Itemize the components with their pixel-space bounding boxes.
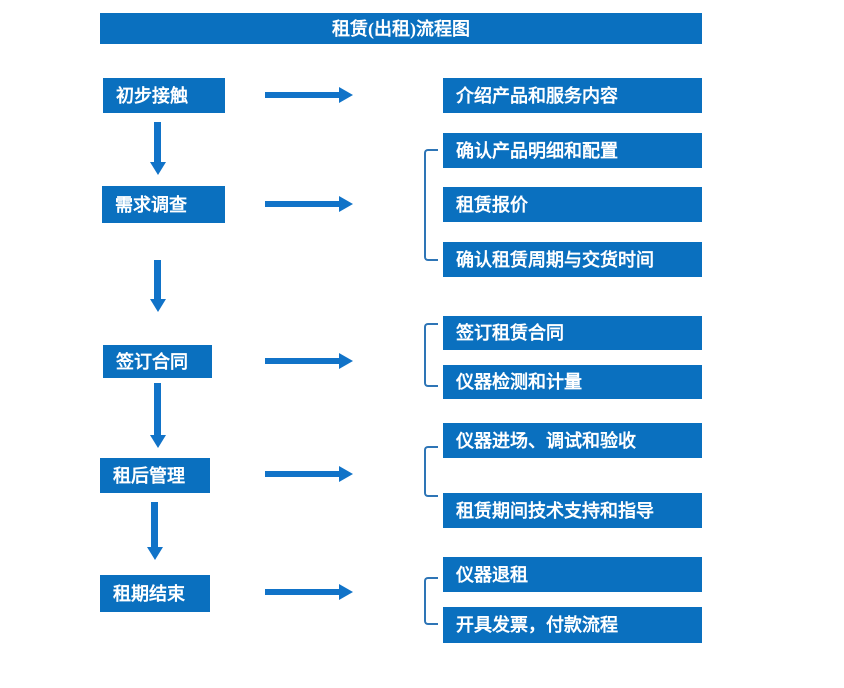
step-initial-contact: 初步接触 xyxy=(103,78,225,113)
detail-instrument-testing-metering: 仪器检测和计量 xyxy=(443,365,702,399)
group-bracket-demand-survey xyxy=(424,149,438,261)
step-post-rental-management: 租后管理 xyxy=(100,458,210,493)
detail-confirm-period-delivery: 确认租赁周期与交货时间 xyxy=(443,242,702,277)
down-arrow-1 xyxy=(150,122,166,175)
right-arrow-5 xyxy=(265,584,353,600)
detail-rental-quotation: 租赁报价 xyxy=(443,187,702,222)
down-arrow-4 xyxy=(147,502,163,560)
detail-introduce-products-services: 介绍产品和服务内容 xyxy=(443,78,702,113)
step-demand-survey: 需求调查 xyxy=(102,186,225,223)
flowchart-title: 租赁(出租)流程图 xyxy=(100,13,702,44)
detail-instrument-return: 仪器退租 xyxy=(443,557,702,592)
down-arrow-2 xyxy=(150,260,166,312)
detail-confirm-product-config: 确认产品明细和配置 xyxy=(443,133,702,168)
right-arrow-2 xyxy=(265,196,353,212)
detail-technical-support-guidance: 租赁期间技术支持和指导 xyxy=(443,493,702,528)
group-bracket-sign-contract xyxy=(424,323,438,387)
group-bracket-rental-end xyxy=(424,577,438,625)
group-bracket-post-rental xyxy=(424,446,438,497)
step-sign-contract: 签订合同 xyxy=(103,345,212,378)
detail-sign-rental-contract: 签订租赁合同 xyxy=(443,316,702,350)
detail-instrument-entry-debug-acceptance: 仪器进场、调试和验收 xyxy=(443,423,702,458)
detail-invoice-payment-process: 开具发票，付款流程 xyxy=(443,607,702,643)
down-arrow-3 xyxy=(150,383,166,448)
right-arrow-1 xyxy=(265,87,353,103)
step-rental-end: 租期结束 xyxy=(100,575,210,612)
right-arrow-4 xyxy=(265,466,353,482)
right-arrow-3 xyxy=(265,353,353,369)
